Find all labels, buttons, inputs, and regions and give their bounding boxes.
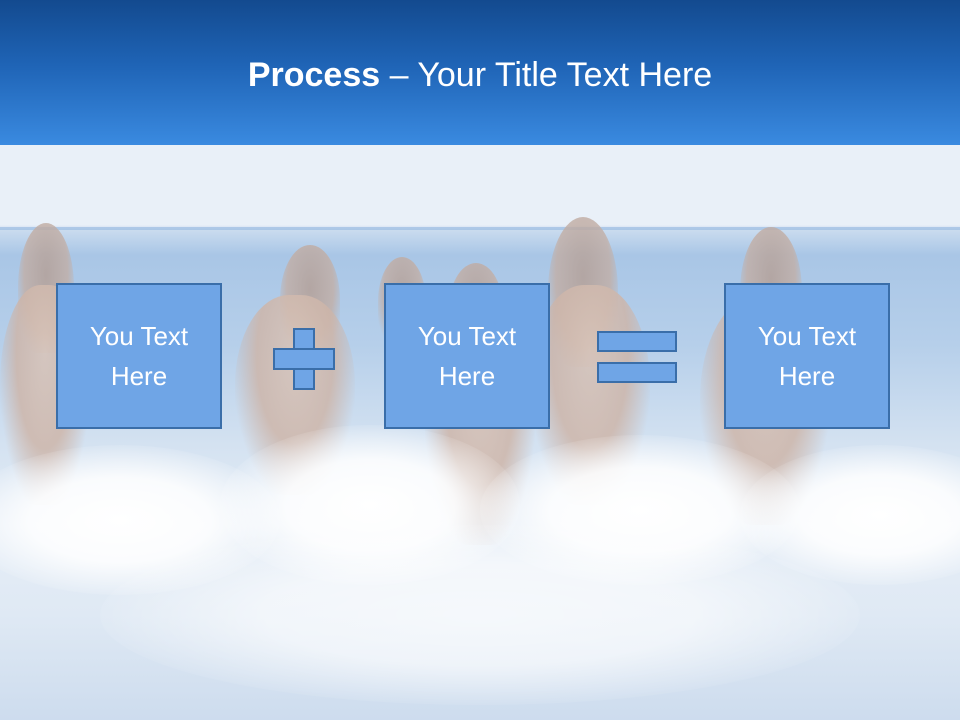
- box-line: Here: [778, 361, 836, 391]
- equals-top-bar: [597, 331, 677, 352]
- box-line: You Text: [417, 321, 517, 351]
- equals-bottom-bar: [597, 362, 677, 383]
- plus-icon: [273, 328, 335, 390]
- slide-title: Process – Your Title Text Here: [0, 54, 960, 96]
- plus-center: [295, 350, 313, 368]
- box-line: Here: [438, 361, 496, 391]
- water-splash: [100, 525, 860, 705]
- background-photo: [0, 145, 960, 720]
- box-line: You Text: [757, 321, 857, 351]
- box-line: You Text: [89, 321, 189, 351]
- title-bold-part: Process: [247, 56, 381, 94]
- equals-icon: [597, 331, 677, 383]
- box-line: Here: [110, 361, 168, 391]
- horizon-line: [0, 227, 960, 230]
- title-header: Process – Your Title Text Here: [0, 0, 960, 145]
- title-rest-part: – Your Title Text Here: [380, 56, 713, 94]
